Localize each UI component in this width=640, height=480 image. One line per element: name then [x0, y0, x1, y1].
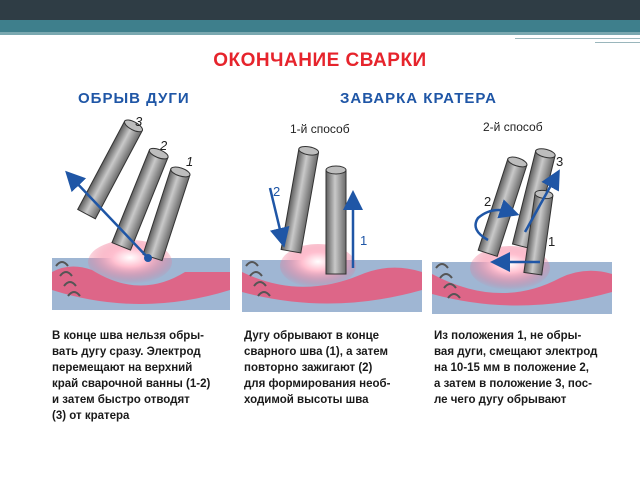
caption-line: край сварочной ванны (1-2)	[52, 378, 211, 390]
retract-arrow	[523, 169, 560, 233]
caption-line: сварного шва (1), а затем	[244, 346, 389, 358]
loop-arrow	[474, 199, 520, 242]
electrode-2	[111, 147, 169, 251]
decorative-line	[515, 38, 640, 39]
weld-pool	[52, 266, 230, 304]
panel-method-2: 2 3 1	[432, 148, 612, 314]
slide-accent-line	[0, 32, 640, 35]
label-3: 3	[135, 114, 143, 129]
heading-arc-break: ОБРЫВ ДУГИ	[78, 90, 190, 107]
arrow-origin	[144, 254, 152, 262]
label-1: 1	[548, 234, 555, 249]
page-title: ОКОНЧАНИЕ СВАРКИ	[213, 50, 427, 71]
slide-top-bar	[0, 0, 640, 20]
retract-arrow	[65, 170, 151, 261]
weld-bead-ridges	[245, 261, 271, 297]
reignite-arrow	[268, 187, 290, 248]
heading-crater-fill: ЗАВАРКА КРАТЕРА	[340, 90, 497, 107]
caption-method-1: Дугу обрывают в конце сварного шва (1), …	[244, 328, 426, 408]
caption-line: Из положения 1, не обры-	[434, 330, 582, 342]
label-2: 2	[273, 184, 280, 199]
weld-bead-ridges	[435, 263, 461, 299]
electrode-tilted	[280, 145, 320, 254]
caption-line: а затем в положение 3, пос-	[434, 378, 592, 390]
electrode-vertical	[325, 165, 347, 275]
label-2: 2	[484, 194, 491, 209]
weld-bead-ridges	[55, 261, 81, 297]
label-3: 3	[556, 154, 563, 169]
caption-method-2: Из положения 1, не обры- вая дуги, смеща…	[434, 328, 620, 408]
caption-arc-break: В конце шва нельзя обры- вать дугу сразу…	[52, 328, 238, 424]
method-1-label: 1-й способ	[290, 122, 350, 136]
caption-line: вая дуги, смещают электрод	[434, 346, 598, 358]
panel-arc-break: 3 2 1	[52, 114, 230, 310]
caption-line: и затем быстро отводят	[52, 394, 190, 406]
label-1: 1	[360, 233, 367, 248]
caption-line: вать дугу сразу. Электрод	[52, 346, 201, 358]
slide-accent-bar	[0, 20, 640, 32]
caption-line: ходимой высоты шва	[244, 394, 369, 406]
weld-pool	[432, 270, 612, 306]
caption-line: Дугу обрывают в конце	[244, 330, 380, 342]
caption-line: перемещают на верхний	[52, 362, 193, 374]
decorative-line	[595, 42, 640, 43]
caption-line: ле чего дугу обрывают	[434, 394, 567, 406]
label-2: 2	[159, 138, 168, 153]
electrode-1	[142, 166, 191, 262]
caption-line: В конце шва нельзя обры-	[52, 330, 204, 342]
caption-line: (3) от кратера	[52, 410, 130, 422]
caption-line: для формирования необ-	[244, 378, 391, 390]
method-2-label: 2-й способ	[483, 120, 543, 134]
caption-line: на 10-15 мм в положение 2,	[434, 362, 589, 374]
panel-method-1: 2 1	[242, 145, 422, 312]
caption-line: повторно зажигают (2)	[244, 362, 373, 374]
electrode-3	[77, 119, 144, 220]
label-1: 1	[186, 154, 193, 169]
